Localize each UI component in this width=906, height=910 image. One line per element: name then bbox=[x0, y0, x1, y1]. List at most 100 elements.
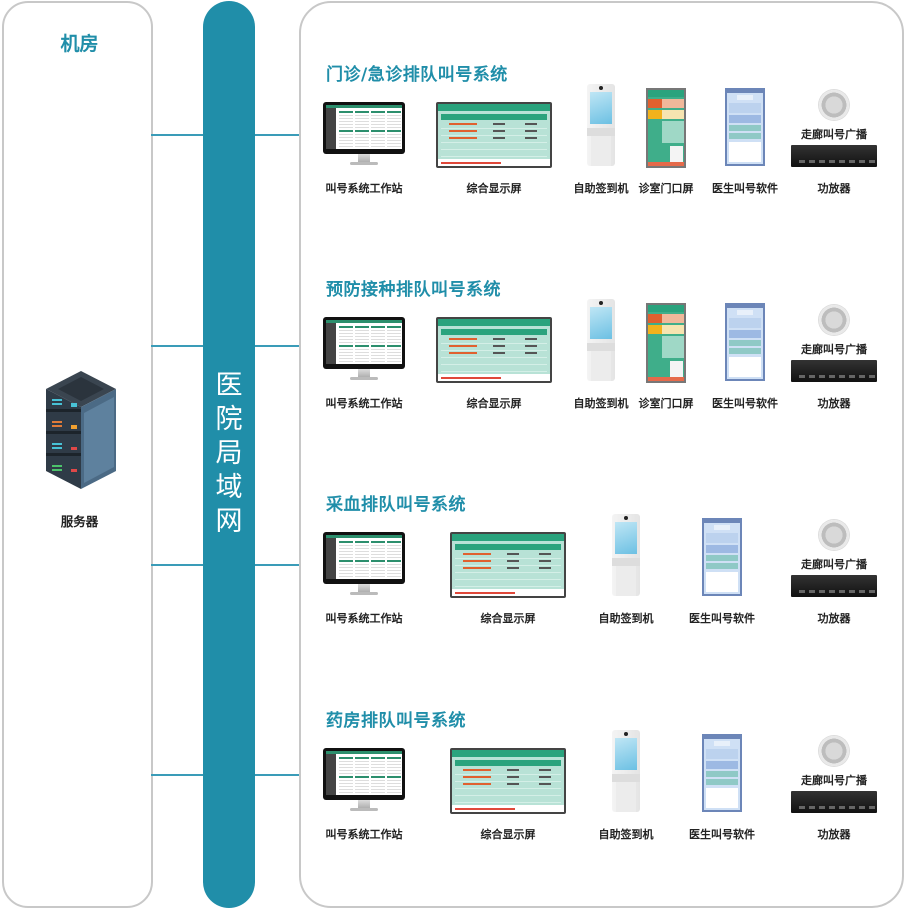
door-doctor-photo bbox=[670, 146, 683, 162]
monitor-topbar bbox=[326, 105, 402, 108]
software-window-icon bbox=[725, 88, 765, 166]
display-row bbox=[441, 149, 547, 157]
amp-knob bbox=[849, 160, 855, 163]
display-row bbox=[455, 551, 561, 559]
display-cell bbox=[525, 123, 537, 125]
display-cell-red bbox=[449, 338, 477, 340]
software-buttons bbox=[729, 133, 761, 139]
software-call-banner bbox=[729, 115, 761, 123]
kiosk-camera bbox=[599, 86, 603, 90]
amp-knob bbox=[819, 375, 825, 378]
display-cell-red bbox=[463, 776, 491, 778]
kiosk-screen bbox=[590, 92, 612, 124]
door-row-next-tag bbox=[648, 325, 662, 334]
monitor-screen bbox=[323, 532, 405, 584]
display-footer bbox=[438, 374, 550, 381]
monitor-topbar bbox=[326, 751, 402, 754]
monitor-cell bbox=[371, 560, 385, 578]
display-cell bbox=[507, 553, 519, 555]
software-list bbox=[729, 357, 761, 377]
monitor-neck bbox=[358, 154, 370, 163]
speaker-icon bbox=[819, 305, 849, 335]
device-label: 走廊叫号广播 bbox=[801, 558, 867, 571]
amp-knob bbox=[839, 806, 845, 809]
monitor-cell bbox=[371, 541, 385, 559]
connector-line-3-left bbox=[151, 564, 205, 566]
amp-knob bbox=[819, 160, 825, 163]
amp-knob bbox=[799, 160, 805, 163]
software-content bbox=[704, 523, 740, 594]
door-doctor-photo bbox=[670, 361, 683, 377]
door-row-next bbox=[648, 110, 684, 119]
speaker-icon bbox=[819, 520, 849, 550]
display-row bbox=[455, 774, 561, 782]
display-cell bbox=[493, 123, 505, 125]
display-cell-red bbox=[463, 560, 491, 562]
kiosk-shelf bbox=[587, 128, 615, 136]
monitor-cell bbox=[387, 757, 401, 775]
display-table-header bbox=[441, 114, 547, 120]
device-label: 叫号系统工作站 bbox=[325, 828, 403, 841]
monitor-cell bbox=[387, 541, 401, 559]
display-header bbox=[452, 750, 564, 757]
door-footer bbox=[648, 377, 684, 381]
software-patient-info bbox=[706, 749, 738, 759]
amp-knob bbox=[799, 375, 805, 378]
door-row-next bbox=[648, 325, 684, 334]
kiosk-stand bbox=[591, 136, 611, 166]
monitor-cell bbox=[339, 757, 353, 775]
monitor-sidebar bbox=[326, 320, 336, 364]
device-label: 综合显示屏 bbox=[480, 612, 536, 625]
speaker-icon bbox=[819, 736, 849, 766]
connector-line-4-left bbox=[151, 774, 205, 776]
software-content bbox=[727, 308, 763, 379]
kiosk-shelf bbox=[612, 558, 640, 566]
amp-knob bbox=[799, 806, 805, 809]
monitor-cell bbox=[339, 776, 353, 794]
amp-knob bbox=[849, 590, 855, 593]
amp-knob bbox=[859, 375, 865, 378]
display-cell-red bbox=[463, 783, 491, 785]
display-row bbox=[441, 128, 547, 136]
display-cell-red bbox=[449, 352, 477, 354]
device-label: 医生叫号软件 bbox=[712, 397, 778, 410]
amplifier-icon bbox=[791, 145, 877, 167]
display-cell-red bbox=[463, 769, 491, 771]
amp-knob bbox=[859, 806, 865, 809]
system-title: 药房排队叫号系统 bbox=[326, 711, 466, 731]
hospital-lan-bus: 医 院 局 域 网 bbox=[203, 1, 255, 908]
software-content bbox=[704, 739, 740, 810]
display-cell-red bbox=[463, 567, 491, 569]
display-screen-icon bbox=[450, 748, 566, 814]
door-row-waiting-tag bbox=[648, 121, 662, 143]
amp-knob bbox=[809, 590, 815, 593]
monitor-icon bbox=[323, 532, 405, 596]
display-row bbox=[441, 357, 547, 365]
monitor-content bbox=[326, 320, 402, 364]
kiosk-camera bbox=[624, 732, 628, 736]
display-cell bbox=[525, 338, 537, 340]
display-footer bbox=[438, 159, 550, 166]
software-list bbox=[706, 788, 738, 808]
software-header-field bbox=[714, 525, 730, 530]
door-screen-content bbox=[648, 305, 684, 381]
device-label: 自助签到机 bbox=[598, 828, 654, 841]
monitor-base bbox=[350, 808, 378, 811]
device-label: 综合显示屏 bbox=[466, 182, 522, 195]
software-content bbox=[727, 93, 763, 164]
monitor-sidebar bbox=[326, 535, 336, 579]
monitor-cell bbox=[355, 776, 369, 794]
software-buttons bbox=[729, 348, 761, 354]
monitor-content bbox=[326, 751, 402, 795]
display-row bbox=[441, 364, 547, 372]
software-buttons bbox=[729, 125, 761, 131]
amp-knob bbox=[809, 806, 815, 809]
device-label: 自助签到机 bbox=[598, 612, 654, 625]
device-label: 医生叫号软件 bbox=[689, 828, 755, 841]
display-cell bbox=[539, 776, 551, 778]
software-window-icon bbox=[702, 518, 742, 596]
device-label: 自助签到机 bbox=[573, 182, 629, 195]
display-header bbox=[438, 104, 550, 111]
kiosk-icon bbox=[581, 299, 621, 383]
amp-knob bbox=[839, 375, 845, 378]
